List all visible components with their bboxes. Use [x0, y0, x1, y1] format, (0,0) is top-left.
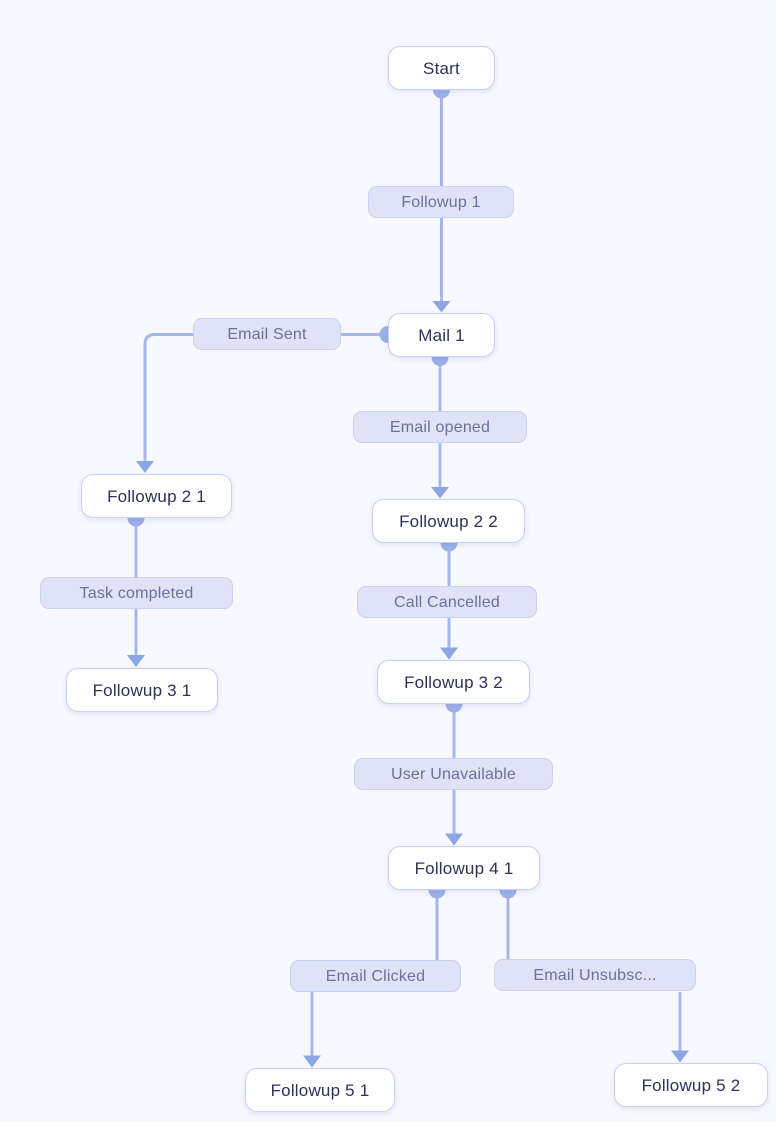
arrowhead-down-icon	[431, 487, 449, 499]
edge-label-followup-1[interactable]: Followup 1	[368, 186, 514, 218]
edge-label-email-opened[interactable]: Email opened	[353, 411, 527, 443]
edge-label-text: Email Unsubsc...	[533, 967, 657, 984]
arrowhead-down-icon	[671, 1050, 689, 1063]
node-label: Followup 4 1	[414, 859, 514, 878]
node-label: Followup 3 2	[404, 673, 503, 692]
edge-label-text: User Unavailable	[390, 766, 517, 783]
node-label: Mail 1	[418, 326, 465, 345]
arrowhead-down-icon	[440, 647, 458, 660]
edge-label-text: Email Sent	[227, 326, 307, 343]
edge-label-text: Task completed	[79, 585, 194, 602]
node-followup-2-1[interactable]: Followup 2 1	[81, 474, 232, 518]
edge-label-text: Email Clicked	[325, 968, 426, 985]
edge-label-user-unavailable[interactable]: User Unavailable	[354, 758, 553, 790]
edge-label-text: Call Cancelled	[394, 594, 500, 611]
arrowhead-down-icon	[136, 461, 154, 473]
arrowhead-down-icon	[445, 833, 463, 846]
node-followup-4-1[interactable]: Followup 4 1	[388, 846, 540, 890]
edge-label-email-unsubscribed[interactable]: Email Unsubsc...	[494, 959, 696, 991]
edge-label-email-sent[interactable]: Email Sent	[193, 318, 341, 350]
edge-emailsent-followup21	[143, 333, 193, 461]
edge-label-email-clicked[interactable]: Email Clicked	[290, 960, 461, 992]
node-followup-5-1[interactable]: Followup 5 1	[245, 1068, 395, 1112]
node-label: Start	[423, 59, 460, 78]
node-followup-3-2[interactable]: Followup 3 2	[377, 660, 530, 704]
node-label: Followup 3 1	[92, 681, 192, 700]
node-label: Followup 5 1	[270, 1081, 370, 1100]
edge-label-text: Followup 1	[401, 194, 481, 211]
node-start[interactable]: Start	[388, 46, 495, 90]
edge-label-call-cancelled[interactable]: Call Cancelled	[357, 586, 537, 618]
node-followup-5-2[interactable]: Followup 5 2	[614, 1063, 768, 1107]
node-label: Followup 5 2	[641, 1076, 741, 1095]
node-label: Followup 2 1	[107, 487, 206, 506]
node-followup-3-1[interactable]: Followup 3 1	[66, 668, 218, 712]
node-followup-2-2[interactable]: Followup 2 2	[372, 499, 525, 543]
arrowhead-down-icon	[303, 1055, 321, 1068]
edge-label-text: Email opened	[389, 419, 491, 436]
arrowhead-down-icon	[432, 301, 451, 313]
edge-label-task-completed[interactable]: Task completed	[40, 577, 233, 609]
node-mail-1[interactable]: Mail 1	[388, 313, 495, 357]
node-label: Followup 2 2	[399, 512, 498, 531]
arrowhead-down-icon	[127, 655, 145, 667]
